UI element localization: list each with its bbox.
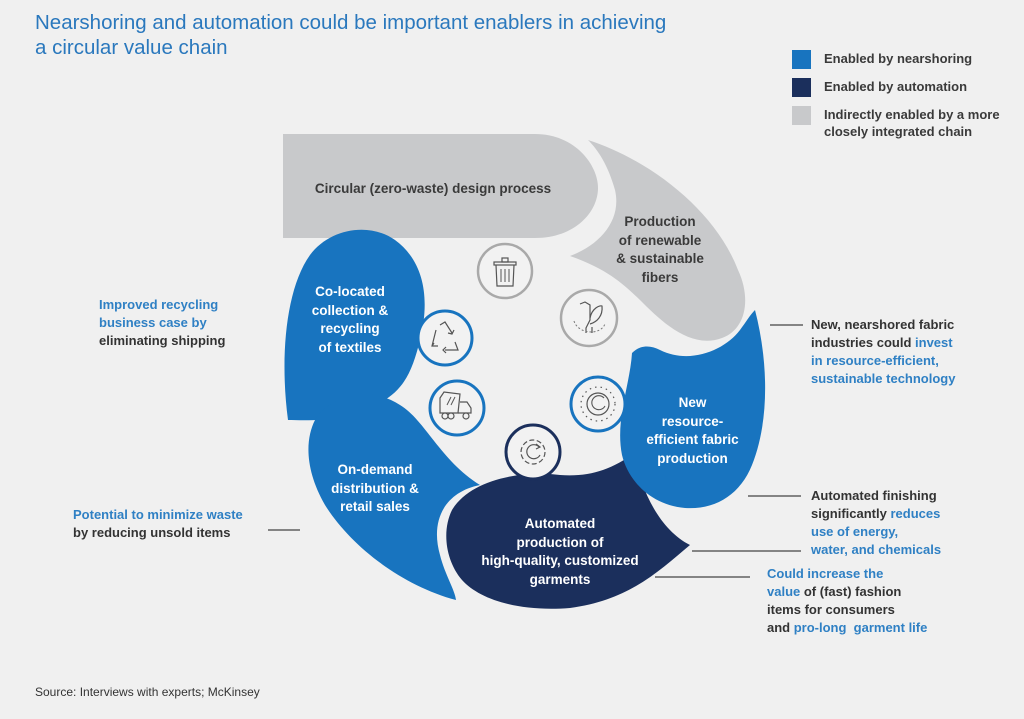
stage-label-line: On-demand (337, 462, 413, 477)
legend-label: Enabled by nearshoring (824, 51, 973, 66)
note-highlight: pro-long garment life (793, 620, 928, 635)
note-line: Could increase the (767, 566, 884, 581)
note-value: Could increase the value of (fast) fashi… (767, 565, 927, 637)
note-line: industries could invest (811, 334, 955, 352)
stage-label-recycling: Co-located collection & recycling of tex… (290, 283, 410, 357)
note-text: of (fast) fashion (800, 584, 902, 599)
note-highlight: reduces (890, 506, 941, 521)
truck-icon (428, 379, 486, 437)
stage-label-garments: Automated production of high-quality, cu… (470, 515, 650, 589)
note-line: Potential to minimize waste (73, 507, 243, 522)
note-line: business case by (99, 315, 207, 330)
stage-label-line: of renewable (618, 232, 702, 248)
legend-item-nearshoring: Enabled by nearshoring (792, 50, 1014, 69)
legend-label: Indirectly enabled by a more closely int… (824, 107, 1000, 139)
stage-label-line: distribution & (331, 480, 419, 496)
stage-label-fabric: New resource- efficient fabric productio… (630, 394, 755, 468)
note-finishing: Automated finishing significantly reduce… (811, 487, 941, 559)
note-line: value of (fast) fashion (767, 583, 927, 601)
stage-label-line: high-quality, customized (481, 553, 639, 568)
stage-shape-design (283, 134, 598, 238)
note-line: by reducing unsold items (73, 525, 231, 540)
note-highlight: invest (915, 335, 953, 350)
legend-swatch-automation (792, 78, 811, 97)
source-note: Source: Interviews with experts; McKinse… (35, 685, 260, 699)
bird-leaf-icon (559, 288, 619, 348)
recycle-icon (416, 309, 474, 367)
stage-label-line: fibers (641, 269, 679, 285)
stage-label-line: retail sales (340, 499, 410, 514)
stage-label-line: recycling (320, 321, 380, 336)
note-text: significantly (811, 506, 891, 521)
stage-label-line: resource- (661, 413, 724, 429)
stage-label-line: efficient fabric (646, 432, 739, 447)
stage-shape-garments (446, 453, 690, 609)
note-line: water, and chemicals (811, 542, 942, 557)
legend-item-automation: Enabled by automation (792, 78, 1014, 97)
stage-label-fibers: Production of renewable & sustainable fi… (600, 213, 720, 287)
stage-label-line: New (678, 395, 707, 410)
stage-shape-fabric (620, 310, 766, 509)
stage-label-line: Production (624, 214, 696, 229)
stage-label-line: of textiles (318, 339, 382, 355)
stage-label-line: Circular (zero-waste) design process (314, 181, 552, 196)
stage-shape-distribution (308, 394, 480, 600)
note-line: and pro-long garment life (767, 619, 927, 637)
note-line: significantly reduces (811, 505, 941, 523)
stage-label-line: Automated (524, 516, 596, 531)
note-recycling: Improved recycling business case by elim… (99, 296, 225, 350)
note-line: eliminating shipping (99, 333, 226, 348)
page-title: Nearshoring and automation could be impo… (35, 11, 667, 59)
note-line: Improved recycling (99, 297, 219, 312)
stage-shape-recycling (284, 229, 425, 421)
gear-cycle-icon (504, 423, 562, 481)
stage-label-line: production of (516, 534, 604, 550)
note-text: industries could (811, 335, 916, 350)
note-line: sustainable technology (811, 371, 956, 386)
stage-label-line: & sustainable (616, 251, 704, 266)
legend: Enabled by nearshoring Enabled by automa… (792, 50, 1014, 151)
legend-swatch-indirect (792, 106, 811, 125)
legend-swatch-nearshoring (792, 50, 811, 69)
stage-label-distribution: On-demand distribution & retail sales (310, 461, 440, 517)
stage-label-line: production (657, 450, 728, 466)
note-line: in resource-efficient, (811, 353, 939, 368)
stage-label-line: garments (529, 571, 591, 587)
stage-label-line: collection & (311, 302, 389, 318)
note-fabric: New, nearshored fabric industries could … (811, 316, 955, 388)
stage-label-design: Circular (zero-waste) design process (283, 180, 583, 199)
stage-label-line: Co-located (315, 284, 385, 299)
note-line: Automated finishing (811, 488, 937, 503)
note-line: items for consumers (767, 602, 895, 617)
legend-label: Enabled by automation (824, 79, 968, 94)
stage-shape-fibers (570, 140, 746, 341)
note-line: use of energy, (811, 524, 899, 539)
note-line: New, nearshored fabric (811, 317, 955, 332)
trash-can-icon (476, 242, 534, 300)
sun-cycle-icon (569, 375, 627, 433)
note-text: and (767, 620, 794, 635)
note-highlight: value (767, 584, 801, 599)
note-waste: Potential to minimize waste by reducing … (73, 506, 243, 542)
legend-item-indirect: Indirectly enabled by a more closely int… (792, 106, 1014, 140)
